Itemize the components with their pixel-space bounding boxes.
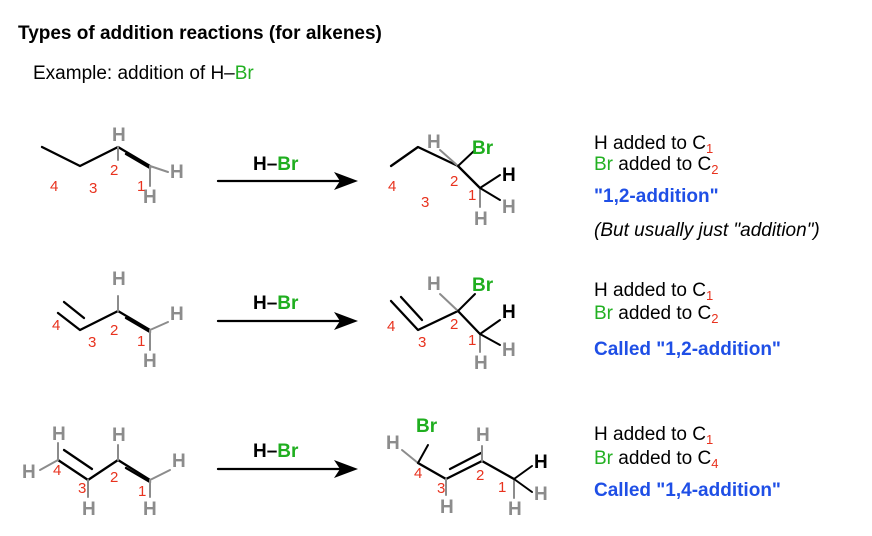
r1-num-4: 4: [50, 178, 58, 195]
subtitle-prefix: Example: addition of H–: [33, 63, 235, 84]
r1-h-c2: H: [112, 125, 126, 146]
r3-h-c3: H: [82, 499, 96, 520]
product-3-new-bonds: [417, 444, 533, 493]
reactant-2-h-bonds: [117, 295, 169, 351]
r2-num-3: 3: [88, 334, 96, 351]
r1-h-c1a: H: [170, 162, 184, 183]
p1-h-c1b: H: [474, 209, 488, 230]
p3-h-c4: H: [386, 433, 400, 454]
r3-num-3: 3: [78, 480, 86, 497]
p1-num-2: 2: [450, 173, 458, 190]
p2-num-4: 4: [387, 318, 395, 335]
p3-h-c2: H: [476, 425, 490, 446]
p2-h-c1b: H: [474, 353, 488, 374]
reaction-3-desc-1: H added to C1: [594, 424, 714, 447]
p1-num-4: 4: [388, 178, 396, 195]
r3-h-c4a: H: [52, 424, 66, 445]
p1-h-c1a: H: [502, 197, 516, 218]
r3-h-c2: H: [112, 425, 126, 446]
product-1-h-bonds: [439, 149, 481, 208]
r3-h-c1b: H: [143, 499, 157, 520]
r1-num-3: 3: [89, 180, 97, 197]
reactant-3-h-bonds: [39, 442, 171, 498]
r3-num-2: 2: [110, 469, 118, 486]
product-2-h-bonds: [439, 293, 481, 353]
p2-num-3: 3: [418, 334, 426, 351]
r1-num-1: 1: [137, 178, 145, 195]
p1-h-c2: H: [427, 132, 441, 153]
product-1-skeleton: [389, 145, 482, 190]
reaction-1-desc-2: Br added to C2: [594, 154, 719, 177]
arrow-3-head: [334, 460, 358, 478]
r2-num-1: 1: [137, 333, 145, 350]
reagent-3: H–Br: [253, 441, 299, 462]
p3-h-c1b: H: [508, 499, 522, 520]
reactant-2-skeleton: [56, 300, 152, 334]
product-2-skeleton: [389, 295, 482, 336]
p3-num-3: 3: [437, 480, 445, 497]
product-2-new-bonds: [457, 293, 501, 346]
p1-num-3: 3: [421, 194, 429, 211]
r3-h-c1a: H: [172, 451, 186, 472]
reaction-2-called: Called "1,2-addition": [594, 339, 781, 360]
reagent-1: H–Br: [253, 154, 299, 175]
p2-num-2: 2: [450, 316, 458, 333]
r3-num-1: 1: [138, 483, 146, 500]
p2-h-c1a: H: [502, 340, 516, 361]
r3-num-4: 4: [53, 462, 61, 479]
reaction-3-desc-2: Br added to C4: [594, 448, 719, 471]
page-title: Types of addition reactions (for alkenes…: [18, 23, 382, 44]
p3-br: Br: [416, 416, 438, 437]
p1-num-1: 1: [468, 187, 476, 204]
p3-num-1: 1: [498, 479, 506, 496]
r1-h-c1b: H: [143, 187, 157, 208]
p2-num-1: 1: [468, 332, 476, 349]
reaction-1-desc-1: H added to C1: [594, 133, 714, 156]
p2-h-c2: H: [427, 274, 441, 295]
arrow-1-head: [334, 172, 358, 190]
r1-num-2: 2: [110, 162, 118, 179]
arrow-2-head: [334, 312, 358, 330]
reaction-2-desc-1: H added to C1: [594, 280, 714, 303]
page-subtitle: Example: addition of H–Br: [33, 63, 254, 85]
reaction-2-desc-2: Br added to C2: [594, 303, 719, 326]
r3-h-c4b: H: [22, 462, 36, 483]
p3-num-4: 4: [414, 465, 422, 482]
p2-h-new: H: [502, 302, 516, 323]
r2-h-c2: H: [112, 269, 126, 290]
p1-br: Br: [472, 138, 494, 159]
product-1-new-bonds: [457, 149, 501, 201]
reaction-3-called: Called "1,4-addition": [594, 480, 781, 501]
p3-num-2: 2: [476, 467, 484, 484]
reaction-1-called: "1,2-addition": [594, 186, 719, 207]
reactant-1-skeleton: [40, 145, 152, 170]
r2-h-c1b: H: [143, 351, 157, 372]
p3-h-c3: H: [440, 497, 454, 518]
reactant-1-h-bonds: [117, 146, 169, 187]
p1-h-new: H: [502, 165, 516, 186]
r2-h-c1a: H: [170, 304, 184, 325]
reagent-2: H–Br: [253, 293, 299, 314]
reaction-1-note: (But usually just "addition"): [594, 220, 820, 241]
p2-br: Br: [472, 275, 494, 296]
r2-num-4: 4: [52, 317, 60, 334]
p3-h-c1a: H: [534, 484, 548, 505]
p3-h-new: H: [534, 452, 548, 473]
product-3-h-bonds: [401, 445, 515, 499]
subtitle-br: Br: [234, 63, 254, 84]
product-3-skeleton: [416, 451, 516, 481]
r2-num-2: 2: [110, 322, 118, 339]
reactant-3-skeleton: [56, 448, 152, 484]
